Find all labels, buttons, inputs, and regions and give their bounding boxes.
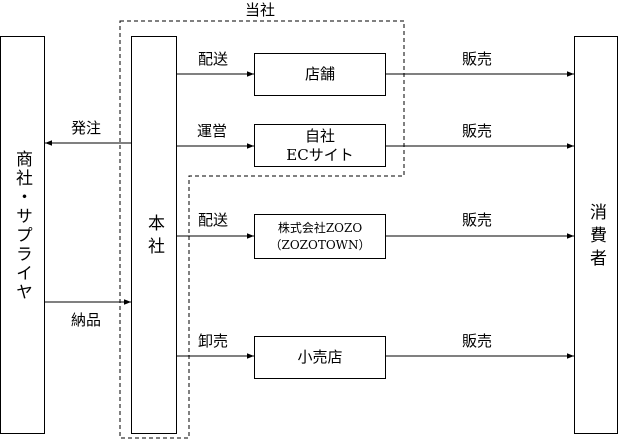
supplier-box: 商社・サプライヤ <box>0 36 45 434</box>
zozo-label-line2: （ZOZOTOWN） <box>269 237 371 252</box>
consumer-label: 消費者 <box>586 203 606 272</box>
company-label: 当社 <box>245 1 276 19</box>
operate-ec-label: 運営 <box>197 122 228 140</box>
sell-zozo-label: 販売 <box>462 211 493 229</box>
sell-retailer-label: 販売 <box>462 332 493 350</box>
zozo-label-line1: 株式会社ZOZO <box>277 221 363 236</box>
ec-site-label-line2: ECサイト <box>286 145 354 164</box>
company-boundary <box>119 20 405 439</box>
ec-site-box: 自社 ECサイト <box>254 124 386 167</box>
store-box: 店舗 <box>254 53 386 96</box>
retailer-label: 小売店 <box>297 348 343 367</box>
wholesale-label: 卸売 <box>198 332 229 350</box>
ship-store-label: 配送 <box>198 50 229 68</box>
hq-box: 本社 <box>131 36 177 434</box>
supplier-label: 商社・サプライヤ <box>12 150 32 302</box>
retailer-box: 小売店 <box>254 336 386 379</box>
ship-zozo-label: 配送 <box>198 211 229 229</box>
hq-label: 本社 <box>144 214 164 260</box>
ec-site-label-line1: 自社 <box>304 126 335 145</box>
order-label: 発注 <box>71 119 102 137</box>
sell-store-label: 販売 <box>462 50 493 68</box>
zozo-box: 株式会社ZOZO （ZOZOTOWN） <box>254 214 386 259</box>
delivery-in-label: 納品 <box>71 311 102 329</box>
store-label: 店舗 <box>304 65 335 84</box>
sell-ec-label: 販売 <box>462 122 493 140</box>
consumer-box: 消費者 <box>574 36 618 434</box>
